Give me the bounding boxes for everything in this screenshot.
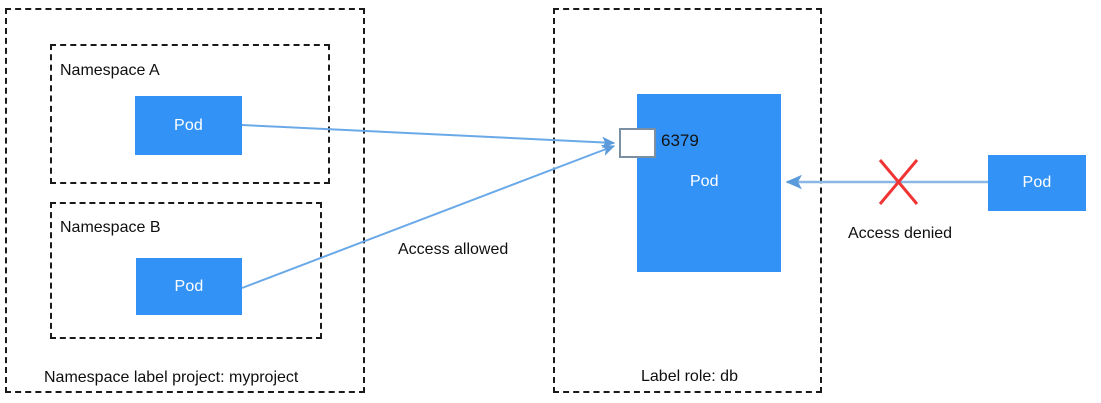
access-allowed-label: Access allowed xyxy=(398,241,509,258)
db-label-caption: Label role: db xyxy=(641,368,738,385)
pod-external[interactable]: Pod xyxy=(988,155,1086,211)
pod-namespace-b[interactable]: Pod xyxy=(136,258,242,315)
port-number-label: 6379 xyxy=(661,131,699,150)
namespace-a-title: Namespace A xyxy=(60,62,160,79)
deny-x-icon xyxy=(878,159,919,205)
pod-external-label: Pod xyxy=(1022,174,1052,191)
namespace-b-title: Namespace B xyxy=(60,219,161,236)
pod-namespace-b-label: Pod xyxy=(174,277,204,295)
port-square[interactable] xyxy=(619,128,656,158)
access-denied-label: Access denied xyxy=(848,225,953,242)
pod-db[interactable] xyxy=(637,94,781,272)
pod-db-label: Pod xyxy=(690,173,719,190)
pod-namespace-a-label: Pod xyxy=(173,116,204,134)
namespace-a-box xyxy=(50,44,330,184)
pod-namespace-a[interactable]: Pod xyxy=(135,96,242,155)
namespace-label-caption: Namespace label project: myproject xyxy=(44,369,299,386)
